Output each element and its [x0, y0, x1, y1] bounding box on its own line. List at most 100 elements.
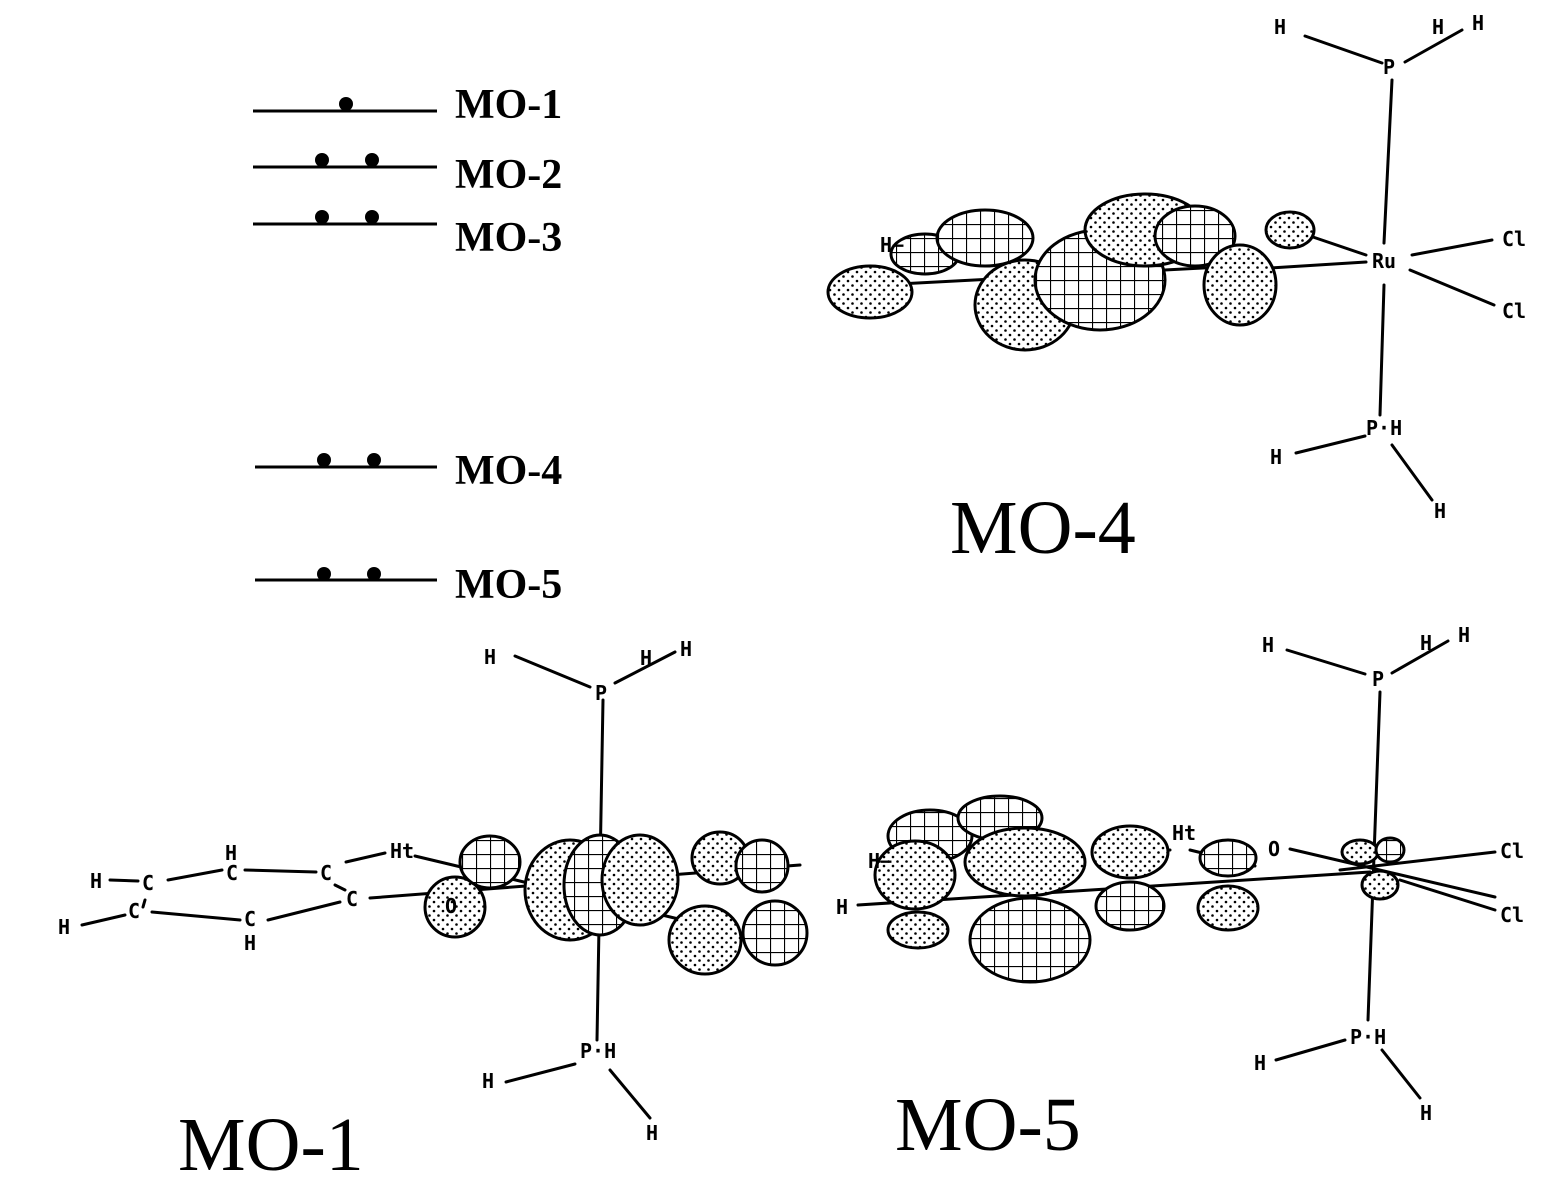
- electron-dot: [317, 453, 331, 467]
- electron-dot: [367, 567, 381, 581]
- bond: [243, 868, 318, 874]
- atom-label-p-h: P·H: [1350, 1025, 1386, 1049]
- orbital-lobe: [1202, 243, 1278, 327]
- bond: [608, 1068, 652, 1120]
- atom-label-c: C: [244, 907, 256, 931]
- orbital-lobe: [423, 875, 487, 939]
- atom-label-p-h: P·H: [1366, 416, 1402, 440]
- bond: [141, 898, 147, 909]
- energy-level-mo-4: MO-4: [255, 448, 562, 494]
- atom-label-h: H: [1262, 633, 1274, 657]
- atom-label-cl: Cl: [1502, 299, 1526, 323]
- panel-label-mo5: MO-5: [895, 1083, 1081, 1167]
- bond: [1410, 238, 1494, 257]
- panel-label-mo4: MO-4: [950, 486, 1136, 570]
- bond: [1338, 850, 1497, 872]
- bond: [80, 913, 127, 927]
- atom-label-cl: Cl: [1500, 903, 1524, 927]
- bond: [1408, 268, 1496, 307]
- bond: [1380, 1048, 1422, 1100]
- atom-label-h: H: [1458, 623, 1470, 647]
- atom-label-h: H: [1420, 1101, 1432, 1125]
- orbital-lobe: [873, 839, 957, 911]
- bond: [266, 900, 342, 922]
- bond: [504, 1062, 577, 1084]
- energy-level-mo-3: MO-3: [253, 210, 562, 261]
- orbital-lobe: [1374, 836, 1406, 864]
- atom-label-p: P: [1372, 667, 1384, 691]
- atom-label-h: H: [244, 931, 256, 955]
- energy-level-mo-2: MO-2: [253, 152, 562, 198]
- orbital-lobe: [935, 208, 1035, 268]
- level-label: MO-4: [455, 448, 562, 494]
- atom-label-h: H: [1254, 1051, 1266, 1075]
- atom-label-ht: Ht: [390, 839, 414, 863]
- panel-label-mo1: MO-1: [178, 1103, 364, 1184]
- atom-label-cl: Cl: [1500, 839, 1524, 863]
- atom-label-c: C: [226, 861, 238, 885]
- atom-label-h: H: [1434, 499, 1446, 523]
- bond: [1390, 443, 1434, 502]
- bond: [1294, 434, 1367, 455]
- electron-dot: [365, 153, 379, 167]
- atom-label-h: H: [1472, 11, 1484, 35]
- bond: [1303, 34, 1384, 65]
- orbital-lobe: [826, 264, 914, 320]
- atom-label-h: H: [1420, 631, 1432, 655]
- atom-label-p: P: [1383, 55, 1395, 79]
- atom-label-h: H: [225, 841, 237, 865]
- bond: [613, 650, 677, 685]
- atom-label-o: O: [1268, 837, 1280, 861]
- atom-label-ru: Ru: [1372, 249, 1396, 273]
- orbital-lobe: [741, 899, 809, 967]
- atom-label-h: H: [646, 1121, 658, 1145]
- atom-label-h: H−: [868, 849, 892, 873]
- bond: [150, 910, 242, 922]
- level-label: MO-1: [455, 82, 562, 128]
- bond: [1274, 1038, 1347, 1062]
- atom-label-h: H: [1274, 15, 1286, 39]
- orbital-lobe: [886, 910, 950, 950]
- mo1-orbital-panel: H H H P P·H H H H C H C C Ht H C C H C O…: [58, 637, 809, 1184]
- electron-dot: [317, 567, 331, 581]
- energy-level-diagram: MO-1 MO-2 MO-3 MO-4 MO-5: [253, 82, 562, 608]
- atom-label-h: H: [58, 915, 70, 939]
- electron-dot: [315, 210, 329, 224]
- atom-label-h: H: [680, 637, 692, 661]
- bond: [1285, 648, 1367, 676]
- bond: [1398, 878, 1497, 912]
- atom-label-c: C: [142, 871, 154, 895]
- orbital-lobe: [1094, 880, 1166, 932]
- atom-label-c: C: [128, 899, 140, 923]
- atom-label-h: H: [90, 869, 102, 893]
- bond: [166, 868, 224, 882]
- orbital-lobe: [1090, 824, 1170, 880]
- atom-label-h: H: [1270, 445, 1282, 469]
- bond: [1288, 847, 1497, 899]
- orbital-lobe: [667, 904, 743, 976]
- mo5-orbital-panel: H H H P O Ht Cl Cl P·H H H H H− MO-5: [836, 623, 1524, 1167]
- electron-dot: [367, 453, 381, 467]
- electron-dot: [339, 97, 353, 111]
- electron-dot: [365, 210, 379, 224]
- atom-label-h: H−: [880, 233, 904, 257]
- orbital-lobe: [1198, 838, 1258, 878]
- atom-label-p: P: [595, 681, 607, 705]
- bond: [1382, 78, 1394, 245]
- atom-label-cl: Cl: [1502, 227, 1526, 251]
- atom-label-h: H: [484, 645, 496, 669]
- bond: [344, 851, 387, 864]
- energy-level-mo-1: MO-1: [253, 82, 562, 128]
- bond: [1390, 639, 1450, 675]
- atom-label-c: C: [320, 861, 332, 885]
- bond: [1268, 260, 1368, 270]
- orbital-lobe: [1153, 204, 1237, 268]
- energy-level-mo-5: MO-5: [255, 562, 562, 608]
- bond: [513, 654, 592, 689]
- bond: [333, 883, 347, 892]
- bond: [1378, 283, 1386, 417]
- orbital-lobe: [458, 834, 522, 890]
- bond: [1308, 234, 1368, 257]
- orbital-lobe: [968, 896, 1092, 984]
